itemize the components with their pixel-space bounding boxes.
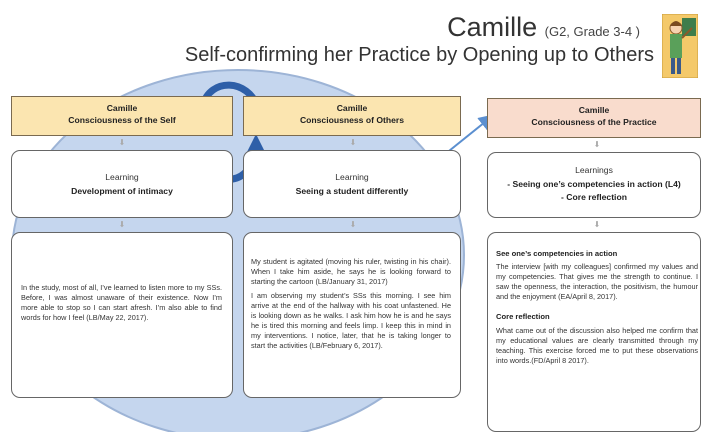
- header-self: Camille Consciousness of the Self: [11, 96, 233, 136]
- connector-arrow: [443, 114, 495, 156]
- down-arrow-icon: ⬇: [349, 138, 357, 147]
- evidence-box-self: In the study, most of all, I’ve learned …: [11, 232, 233, 398]
- learning-practice-label: Learnings: [575, 165, 613, 175]
- evidence-box-practice: See one’s competencies in action The int…: [487, 232, 701, 432]
- title-name: Camille: [447, 12, 538, 42]
- learning-others-title: Seeing a student differently: [295, 186, 409, 196]
- header-others: Camille Consciousness of Others: [243, 96, 461, 136]
- learning-box-practice: Learnings - Seeing one’s competencies in…: [487, 152, 701, 218]
- learning-self-title: Development of intimacy: [71, 186, 173, 196]
- cycle-arrowhead-right: [247, 134, 265, 152]
- header-practice-name: Camille: [578, 105, 610, 115]
- learning-self-label: Learning: [105, 172, 139, 182]
- evidence-self-text: In the study, most of all, I’ve learned …: [21, 283, 222, 322]
- down-arrow-icon: ⬇: [349, 220, 357, 229]
- section-core-reflection-text: What came out of the discussion also hel…: [496, 325, 698, 365]
- section-competencies-text: The interview [with my colleagues] confi…: [496, 262, 698, 302]
- down-arrow-icon: ⬇: [593, 140, 601, 149]
- header-others-name: Camille: [336, 103, 368, 113]
- page-subtitle: Self-confirming her Practice by Opening …: [184, 44, 654, 66]
- page-title: Camille (G2, Grade 3-4 ): [0, 12, 640, 43]
- learning-practice-item-2: - Core reflection: [561, 192, 627, 202]
- header-practice-sub: Consciousness of the Practice: [531, 117, 657, 128]
- evidence-others-text-2: I am observing my student’s SSs this mor…: [251, 290, 451, 350]
- title-grade: (G2, Grade 3-4 ): [544, 24, 640, 39]
- header-practice: Camille Consciousness of the Practice: [487, 98, 701, 138]
- evidence-box-others: My student is agitated (moving his ruler…: [243, 232, 461, 398]
- down-arrow-icon: ⬇: [593, 220, 601, 229]
- down-arrow-icon: ⬇: [118, 138, 126, 147]
- learning-others-label: Learning: [335, 172, 369, 182]
- teacher-cartoon-icon: [662, 14, 698, 78]
- learning-box-others: Learning Seeing a student differently: [243, 150, 461, 218]
- header-self-sub: Consciousness of the Self: [68, 115, 176, 126]
- header-self-name: Camille: [106, 103, 138, 113]
- learning-box-self: Learning Development of intimacy: [11, 150, 233, 218]
- learning-practice-item-1: - Seeing one’s competencies in action (L…: [507, 179, 681, 189]
- evidence-others-text-1: My student is agitated (moving his ruler…: [251, 257, 451, 286]
- header-others-sub: Consciousness of Others: [299, 115, 405, 126]
- down-arrow-icon: ⬇: [118, 220, 126, 229]
- section-competencies-heading: See one’s competencies in action: [496, 249, 618, 258]
- section-core-reflection-heading: Core reflection: [496, 312, 550, 322]
